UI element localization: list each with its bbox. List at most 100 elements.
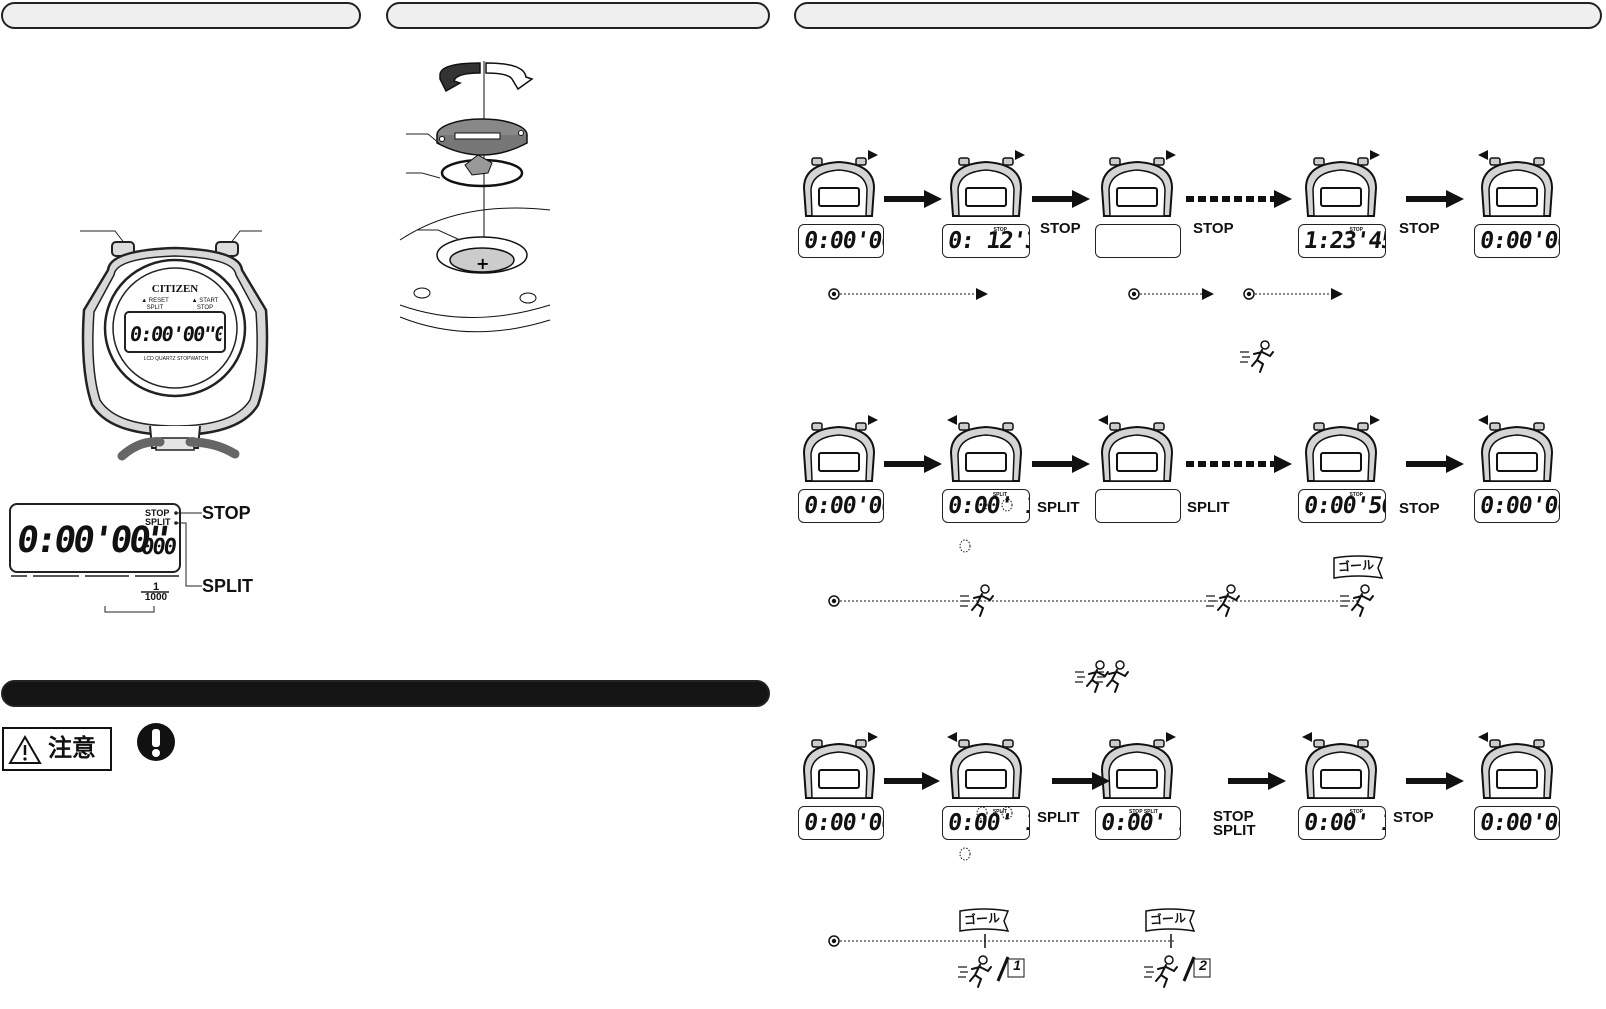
runner-icon-row1 bbox=[1240, 340, 1274, 373]
row1-lcd-display-4: 1:23'45"789STOP bbox=[1298, 224, 1386, 258]
row1-label-stop-2: STOP bbox=[1193, 220, 1234, 237]
caution-text: 注意 bbox=[48, 735, 96, 762]
legend-split-label: SPLIT bbox=[202, 576, 254, 596]
row3-flash-marker-3 bbox=[959, 847, 971, 861]
row3-flash-marker-2 bbox=[1001, 806, 1013, 820]
row3-arrow-4 bbox=[1406, 772, 1464, 790]
caution-label-box: 注意 bbox=[2, 727, 112, 771]
lcd-main-digits: 0:00'00" bbox=[802, 493, 884, 519]
row1-timeline-1 bbox=[828, 288, 988, 300]
row3-arrow-3 bbox=[1228, 772, 1286, 790]
row2-arrow-4 bbox=[1406, 455, 1464, 473]
runner-icon-row3-2 bbox=[1144, 955, 1178, 988]
row3-label-stop: STOP bbox=[1213, 808, 1254, 825]
runner-icon-row3-1 bbox=[958, 955, 992, 988]
row1-stopwatch-icon-5 bbox=[1478, 150, 1554, 217]
row1-lcd-display-2: 0: 12'34"567STOP bbox=[942, 224, 1030, 258]
lcd-status-tag: STOP bbox=[1349, 227, 1363, 233]
lcd-main-digits: 0:00'00" bbox=[802, 810, 884, 836]
row1-timeline-2 bbox=[1128, 288, 1214, 300]
row3-lcd-display-5: 0:00'00"000 bbox=[1474, 806, 1560, 840]
lcd-main-digits: 0: 12'34" bbox=[946, 228, 1030, 254]
row1-label-stop-1: STOP bbox=[1040, 220, 1081, 237]
row1-stopwatch-icon-1 bbox=[802, 150, 878, 217]
row2-stopwatch-icon-4 bbox=[1304, 415, 1380, 482]
row3-label-split-2: SPLIT bbox=[1213, 822, 1256, 839]
row2-lcd-display-2: 0:00' 12"345SPLIT bbox=[942, 489, 1030, 523]
row2-arrow-dashed bbox=[1186, 455, 1292, 473]
section-header-bar-left bbox=[1, 2, 361, 29]
warning-triangle-icon bbox=[8, 734, 42, 764]
row3-goal-tick-1 bbox=[984, 934, 986, 948]
row3-stopwatch-icon-5 bbox=[1478, 732, 1554, 799]
battery-cover-drawing: + bbox=[399, 61, 551, 333]
lcd-status-tag: STOP bbox=[993, 227, 1007, 233]
row3-goal-tick-2 bbox=[1170, 934, 1172, 948]
row2-arrow-1 bbox=[884, 455, 942, 473]
row3-lap-slash-2 bbox=[1182, 956, 1211, 982]
row1-stopwatch-icon-3 bbox=[1100, 150, 1176, 217]
goal-flag-row3-1 bbox=[959, 908, 1010, 932]
row3-lcd-display-1: 0:00'00"000 bbox=[798, 806, 884, 840]
battery-leader-lines bbox=[406, 133, 461, 241]
lcd-status-tag: STOP bbox=[1349, 492, 1363, 498]
row3-stopwatch-icon-3 bbox=[1100, 732, 1176, 799]
lcd-status-tag: SPLIT bbox=[992, 492, 1007, 498]
runner-icon-row2-2 bbox=[1206, 584, 1240, 617]
lcd-main-digits: 0:00'00" bbox=[1478, 493, 1560, 519]
row3-timeline bbox=[828, 935, 1174, 947]
row2-label-split-2: SPLIT bbox=[1187, 499, 1230, 516]
model-text: LCD QUARTZ STOPWATCH bbox=[143, 356, 209, 362]
lcd-status-tag: STOP bbox=[1349, 809, 1363, 815]
row3-label-split: SPLIT bbox=[1037, 809, 1080, 826]
row2-lcd-display-4: 0:00'56"789STOP bbox=[1298, 489, 1386, 523]
battery-cover-illustration: + bbox=[399, 55, 560, 340]
goal-flag-row3-1-text: ゴール bbox=[963, 910, 1001, 928]
lcd-main-digits: 0:00'56" bbox=[1302, 493, 1386, 519]
row2-flash-marker-1 bbox=[976, 498, 988, 512]
row2-stopwatch-icon-1 bbox=[802, 415, 878, 482]
row2-arrow-2 bbox=[1032, 455, 1090, 473]
legend-stop-indicator: STOP bbox=[145, 508, 170, 518]
lcd-main-digits: 0:00'00" bbox=[1478, 228, 1560, 254]
row3-lap-number-2: 2 bbox=[1199, 957, 1207, 973]
row3-lap-number-1: 1 bbox=[1013, 957, 1021, 973]
row2-flash-marker-3 bbox=[959, 539, 971, 553]
lcd-legend-display: 0:00'00" 000 STOP SPLIT bbox=[9, 503, 181, 573]
row3-lap-slash-1 bbox=[996, 956, 1025, 982]
row1-lcd-display-1: 0:00'00"000 bbox=[798, 224, 884, 258]
exclamation-circle-icon bbox=[137, 723, 175, 761]
lcd-main-digits: 0:00'00" bbox=[1478, 810, 1560, 836]
caution-header-bar bbox=[1, 680, 770, 707]
svg-text:+: + bbox=[476, 254, 489, 273]
row2-lcd-display-3 bbox=[1095, 489, 1181, 523]
brand-logo: CITIZEN bbox=[151, 283, 199, 295]
row3-stopwatch-icon-1 bbox=[802, 732, 878, 799]
row1-arrow-1 bbox=[884, 190, 942, 208]
row2-timeline bbox=[828, 595, 1358, 607]
row1-timeline-3 bbox=[1243, 288, 1343, 300]
row3-lcd-display-3: 0:00' 12"345STOP SPLIT bbox=[1095, 806, 1181, 840]
row2-lcd-display-5: 0:00'00"000 bbox=[1474, 489, 1560, 523]
goal-flag-row2-text: ゴール bbox=[1337, 557, 1375, 575]
runner-icon-group-2 bbox=[1095, 660, 1129, 693]
goal-flag-row3-2-text: ゴール bbox=[1149, 910, 1187, 928]
stopwatch-body-drawing bbox=[80, 230, 269, 461]
row2-stopwatch-icon-3 bbox=[1098, 415, 1174, 482]
row1-stopwatch-icon-4 bbox=[1304, 150, 1380, 217]
row3-stopwatch-icon-2 bbox=[947, 732, 1023, 799]
row1-lcd-display-3 bbox=[1095, 224, 1181, 258]
row2-stopwatch-icon-5 bbox=[1478, 415, 1554, 482]
row1-arrow-2 bbox=[1032, 190, 1090, 208]
row3-arrow-2 bbox=[1052, 772, 1110, 790]
row2-stopwatch-icon-2 bbox=[947, 415, 1023, 482]
lcd-main-digits: 1:23'45" bbox=[1302, 228, 1386, 254]
lcd-main-digits: 0:00'00" bbox=[802, 228, 884, 254]
section-header-bar-middle bbox=[386, 2, 770, 29]
row1-label-stop-3: STOP bbox=[1399, 220, 1440, 237]
row3-lcd-display-2: 0:00' 12"345SPLIT bbox=[942, 806, 1030, 840]
